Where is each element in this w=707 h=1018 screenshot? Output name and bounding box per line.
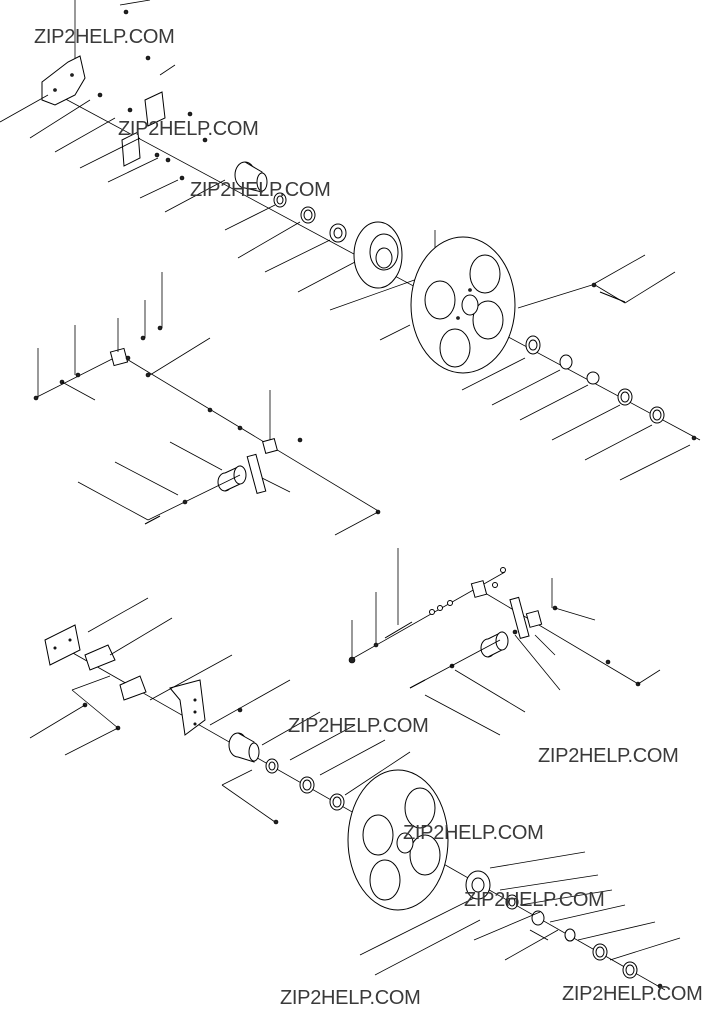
mounting-bracket xyxy=(41,55,86,106)
side-bracket xyxy=(169,679,206,736)
watermark-text: ZIP2HELP.COM xyxy=(280,987,421,1009)
reel-top xyxy=(410,236,516,374)
hub-shaft xyxy=(234,161,268,193)
watermark-text: ZIP2HELP.COM xyxy=(562,983,703,1005)
watermark-text: ZIP2HELP.COM xyxy=(190,179,331,201)
flange xyxy=(465,870,491,900)
mount-plate xyxy=(44,624,81,666)
pulley xyxy=(353,221,403,289)
right-subassembly xyxy=(348,548,661,736)
reel-bottom xyxy=(347,769,449,911)
hub-bottom xyxy=(228,732,260,763)
middle-subassembly xyxy=(33,272,381,536)
roller-right xyxy=(480,631,509,658)
connector-block xyxy=(84,644,147,701)
watermark-text: ZIP2HELP.COM xyxy=(34,26,175,48)
watermark-text: ZIP2HELP.COM xyxy=(118,118,259,140)
watermark-text: ZIP2HELP.COM xyxy=(464,889,605,911)
bottom-assembly xyxy=(29,597,681,991)
watermark-text: ZIP2HELP.COM xyxy=(288,715,429,737)
top-assembly xyxy=(0,0,701,481)
small-bracket xyxy=(144,91,166,127)
watermark-text: ZIP2HELP.COM xyxy=(538,745,679,767)
watermark-text: ZIP2HELP.COM xyxy=(403,822,544,844)
